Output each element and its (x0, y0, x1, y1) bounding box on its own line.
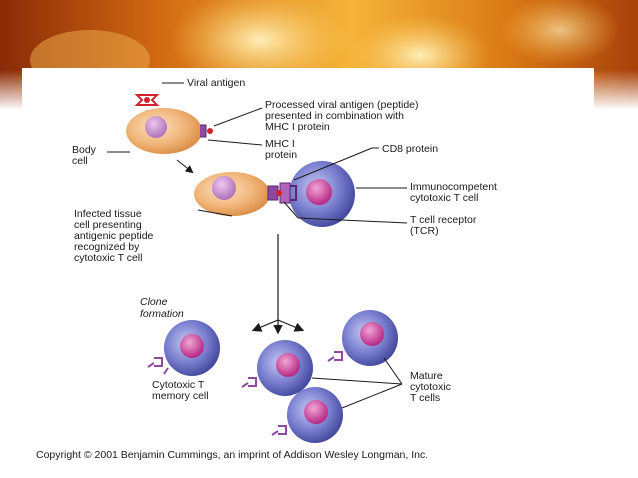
clone-formation-label-line2: formation (140, 308, 184, 320)
clone-arrow-right (277, 319, 305, 332)
mature-label-line2: cytotoxic (410, 381, 451, 393)
processed-antigen-label-line1: Processed viral antigen (peptide) (265, 99, 419, 111)
mhc-leader (207, 139, 263, 146)
infected-label-line1: Infected tissue (74, 208, 142, 220)
mature-label-line3: T cells (410, 392, 440, 404)
cd8-label: CD8 protein (382, 143, 438, 155)
cd8-leader (293, 147, 373, 181)
immunocompetent-label-line2: cytotoxic T cell (410, 192, 478, 204)
infected-label-line2: cell presenting (74, 219, 142, 231)
body-cell-label-line1: Body (72, 144, 97, 156)
processed-antigen-label-line3: MHC I protein (265, 121, 330, 133)
body-cell (126, 108, 213, 154)
processed-antigen-leader (213, 107, 263, 127)
step-arrow (176, 159, 194, 174)
tcr-label-line2: (TCR) (410, 225, 439, 237)
mature-leader-1 (311, 377, 403, 385)
infected-label-line3: antigenic peptide (74, 230, 154, 242)
tcr-label-line1: T cell receptor (410, 214, 477, 226)
copyright-notice: Copyright © 2001 Benjamin Cummings, an i… (36, 449, 429, 461)
clone-formation-label-line1: Clone (140, 296, 168, 308)
viral-antigen-icon (134, 94, 160, 106)
memory-t-cell (147, 320, 220, 376)
infected-tissue-cell (194, 172, 270, 216)
viral-antigen-label: Viral antigen (187, 77, 245, 89)
infected-cell-leader (197, 209, 233, 217)
immunocompetent-t-cell (289, 161, 355, 227)
mature-t-cell-1 (241, 340, 313, 396)
slide-content: Viral antigen Processed viral antigen (p… (22, 68, 594, 468)
mature-leader-2 (383, 357, 403, 385)
mature-t-cell-2 (327, 310, 398, 366)
cytotoxic-t-cell-diagram: Viral antigen Processed viral antigen (p… (72, 77, 497, 443)
mature-t-cell-3 (271, 387, 343, 443)
processed-antigen-label-line2: presented in combination with (265, 110, 404, 122)
mhc-label-line2: protein (265, 149, 297, 161)
infected-label-line5: cytotoxic T cell (74, 252, 142, 264)
mhc-label-line1: MHC I (265, 138, 295, 150)
clone-arrow-left (251, 319, 279, 332)
tcr-leader (283, 201, 299, 219)
mature-leader-3 (341, 383, 403, 409)
body-cell-label-line2: cell (72, 155, 88, 167)
memory-label-line2: memory cell (152, 390, 209, 402)
memory-label-line1: Cytotoxic T (152, 379, 205, 391)
immunocompetent-label-line1: Immunocompetent (410, 181, 497, 193)
infected-label-line4: recognized by (74, 241, 140, 253)
mature-label-line1: Mature (410, 370, 443, 382)
